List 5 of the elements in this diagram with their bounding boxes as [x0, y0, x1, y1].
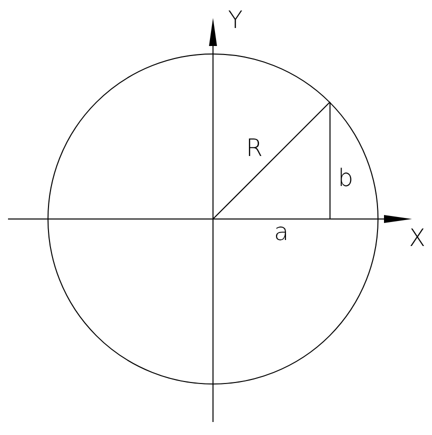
axis-label: Y	[228, 8, 243, 32]
axis-label: b	[338, 166, 354, 190]
axis-label: X	[409, 226, 426, 250]
axis-label: a	[274, 220, 289, 244]
axis-label: R	[246, 136, 263, 160]
